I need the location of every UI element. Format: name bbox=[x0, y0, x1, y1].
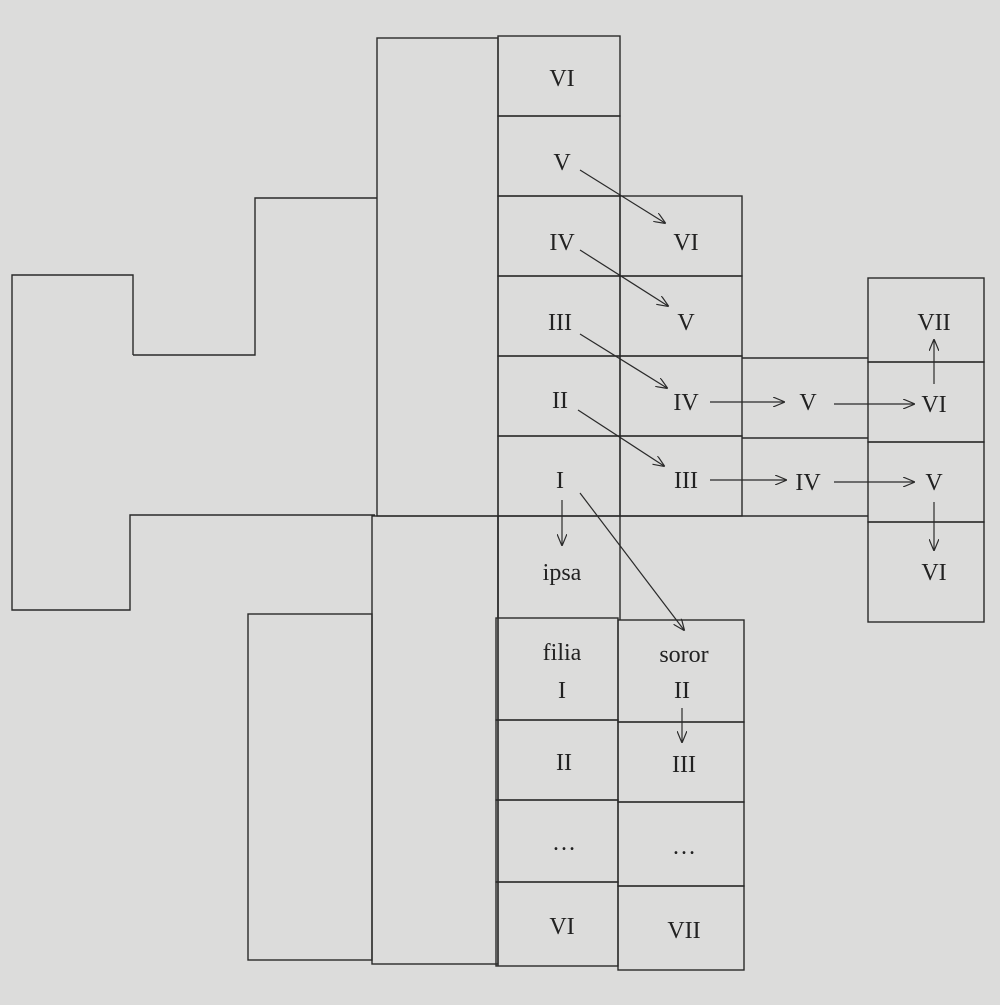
label-c3: … bbox=[552, 830, 576, 856]
arrow-a2-b1 bbox=[579, 169, 665, 223]
label-branch1-first: V bbox=[799, 390, 817, 416]
label-a6: I bbox=[556, 468, 564, 494]
label-b4: III bbox=[674, 468, 698, 494]
label-branch2-first: IV bbox=[795, 470, 821, 496]
cell-c1 bbox=[495, 617, 619, 721]
label-a1: VI bbox=[549, 66, 574, 92]
cell-d1 bbox=[617, 619, 745, 723]
label-r1: VII bbox=[917, 310, 950, 336]
upper-spine-column bbox=[376, 37, 499, 517]
label-d1: II bbox=[674, 678, 690, 704]
label-a5: II bbox=[552, 388, 568, 414]
left-outline bbox=[11, 274, 375, 611]
label-d2: III bbox=[672, 752, 696, 778]
label-r3: V bbox=[925, 470, 943, 496]
label-soror: soror bbox=[659, 642, 708, 668]
label-c2: II bbox=[556, 750, 572, 776]
label-r2: VI bbox=[921, 392, 946, 418]
left-step-outline bbox=[133, 197, 377, 356]
label-a3: IV bbox=[549, 230, 575, 256]
label-a4: III bbox=[548, 310, 572, 336]
label-filia: filia bbox=[543, 640, 582, 666]
arrow-a5-b4 bbox=[577, 409, 664, 466]
lower-spine-column bbox=[371, 515, 499, 965]
label-d4: VII bbox=[667, 918, 700, 944]
label-b3: IV bbox=[673, 390, 699, 416]
label-b1: VI bbox=[673, 230, 698, 256]
label-c1: I bbox=[558, 678, 566, 704]
arrow-a3-b2 bbox=[579, 249, 668, 306]
label-c4: VI bbox=[549, 914, 574, 940]
cell-r4 bbox=[867, 521, 985, 623]
arrow-a4-b3 bbox=[579, 333, 667, 388]
label-r4: VI bbox=[921, 560, 946, 586]
label-b2: V bbox=[677, 310, 695, 336]
label-d3: … bbox=[672, 834, 696, 860]
label-a2: V bbox=[553, 150, 571, 176]
cell-d4 bbox=[617, 885, 745, 971]
arrow-a6-soror bbox=[579, 492, 684, 630]
label-ipsa: ipsa bbox=[543, 560, 582, 586]
lower-left-block bbox=[247, 613, 373, 961]
